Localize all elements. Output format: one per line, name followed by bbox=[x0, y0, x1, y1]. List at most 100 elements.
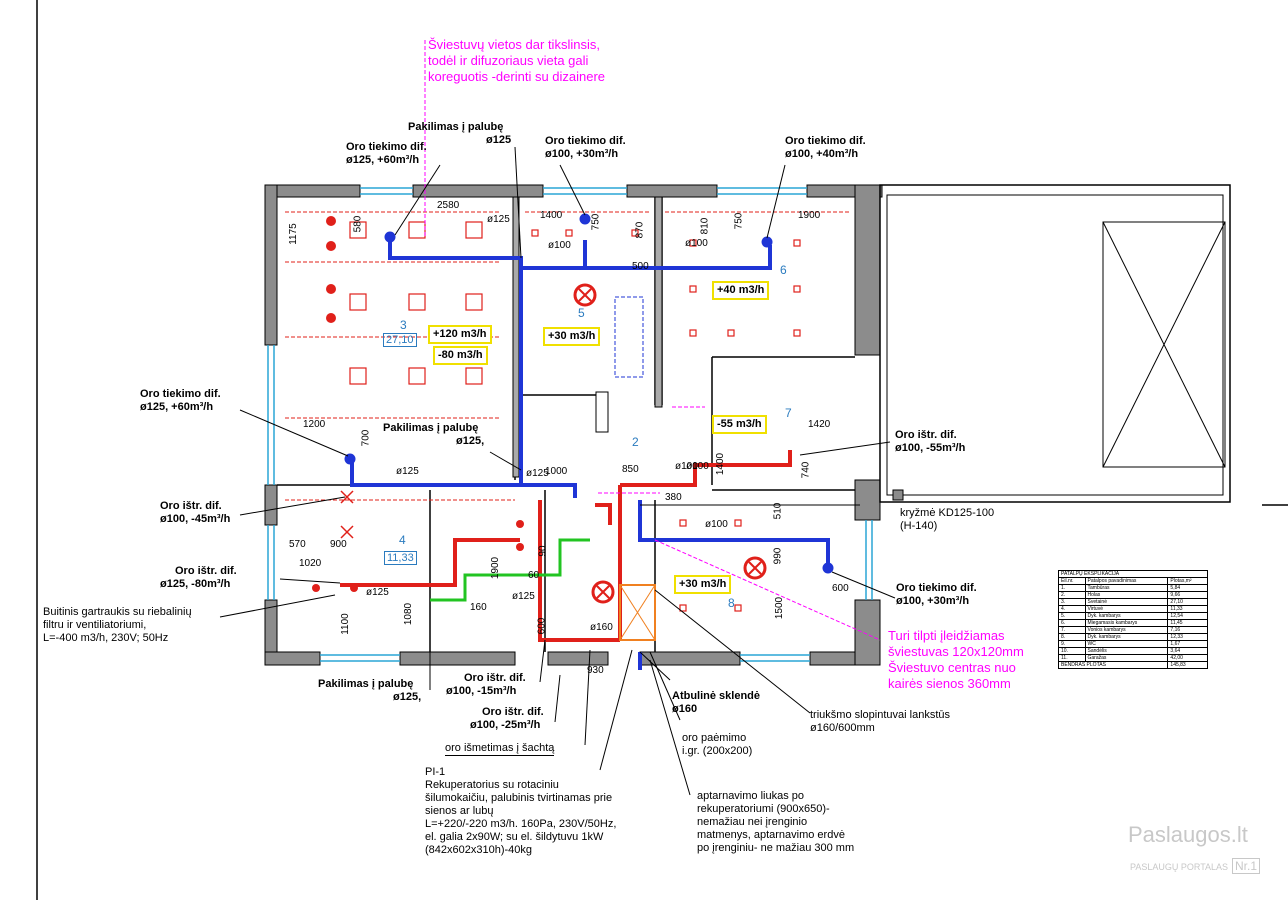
table-cell: Sandėlis bbox=[1084, 647, 1169, 655]
dimension-label: ø100 bbox=[686, 461, 709, 472]
table-cell: 10. bbox=[1058, 647, 1086, 655]
flow-box-room5: +30 m3/h bbox=[543, 327, 601, 346]
table-cell: 7,16 bbox=[1167, 626, 1208, 634]
callout-value: ø100, +30m³/h bbox=[545, 148, 619, 160]
table-cell: Garažas bbox=[1084, 654, 1169, 662]
callout-value: ø100, +40m³/h bbox=[785, 148, 859, 160]
room-number: 2 bbox=[632, 435, 639, 449]
callout-kryzme: kryžmė KD125-100 (H-140) bbox=[900, 507, 994, 533]
callout-oro-istr-3: Oro ištr. dif. ø100, -15m³/h bbox=[446, 672, 526, 698]
callout-value: ø100, -25m³/h bbox=[470, 719, 541, 731]
callout-pakilimas-mid: Pakilimas į palubę ø125, bbox=[383, 422, 484, 448]
dimension-label: 510 bbox=[772, 502, 784, 520]
table-cell: Vonios kambarys bbox=[1084, 626, 1169, 634]
room-number: 8 bbox=[728, 596, 735, 610]
callout-line: šilumokaičiu, palubinis tvirtinamas prie bbox=[425, 792, 613, 804]
dimension-label: ø125 bbox=[487, 214, 510, 225]
callout-aptarnavimo: aptarnavimo liukas po rekuperatoriumi (9… bbox=[697, 790, 854, 855]
callout-oro-tiekimo-4: Oro tiekimo dif. ø125, +60m³/h bbox=[140, 388, 221, 414]
dimension-label: 900 bbox=[330, 539, 347, 550]
callout-line: filtru ir ventiliatoriumi, bbox=[43, 619, 147, 631]
note-line: Šviestuvų vietos dar tikslinsis, bbox=[428, 37, 600, 52]
table-cell: Miegamasis kambarys bbox=[1084, 619, 1169, 627]
callout-value: ø160 bbox=[672, 703, 698, 715]
callout-oro-tiekimo-1: Oro tiekimo dif. ø125, +60m³/h bbox=[346, 141, 427, 167]
callout-value: ø125, bbox=[393, 691, 422, 703]
dimension-label: 1100 bbox=[339, 613, 351, 635]
callout-title: oro paėmimo bbox=[682, 732, 747, 744]
table-cell: Dyk. kambarys bbox=[1084, 612, 1169, 620]
callout-line: matmenys, aptarnavimo erdvė bbox=[697, 829, 845, 841]
table-cell: 3. bbox=[1058, 598, 1086, 606]
callout-title: Oro ištr. dif. bbox=[464, 672, 526, 684]
dimension-label: 1900 bbox=[490, 556, 502, 580]
table-header: Eil.nr. bbox=[1058, 577, 1086, 585]
table-cell: Svetainė bbox=[1084, 598, 1169, 606]
dimension-label: 1000 bbox=[545, 466, 568, 477]
dimension-label: 600 bbox=[832, 583, 849, 594]
table-cell: 6. bbox=[1058, 619, 1086, 627]
dimension-label: 870 bbox=[634, 221, 646, 239]
dimension-label: 1175 bbox=[287, 223, 299, 245]
table-cell: 5,84 bbox=[1167, 584, 1208, 592]
callout-oro-istr-2: Oro ištr. dif. ø125, -80m³/h bbox=[160, 565, 237, 591]
callout-oro-tiekimo-5: Oro tiekimo dif. ø100, +30m³/h bbox=[896, 582, 977, 608]
note-recessed-light: Turi tilpti įleidžiamas šviestuvas 120x1… bbox=[888, 628, 1024, 692]
dimension-label: 1080 bbox=[403, 602, 415, 626]
callout-oro-ismetimas: oro išmetimas į šachtą bbox=[445, 742, 555, 756]
callout-title: Atbulinė sklendė bbox=[672, 690, 761, 702]
dimension-label: ø100 bbox=[675, 461, 698, 472]
callout-title: Oro tiekimo dif. bbox=[140, 388, 221, 400]
room-schedule-table: PATALPŲ EKSPLIKACIJA Eil.nr. Patalpos pa… bbox=[1057, 570, 1208, 669]
table-cell: BENDRAS PLOTAS bbox=[1057, 661, 1169, 669]
dimension-label: ø100 bbox=[685, 238, 708, 249]
callout-oro-tiekimo-2: Oro tiekimo dif. ø100, +30m³/h bbox=[545, 135, 626, 161]
note-line: todėl ir difuzoriaus vieta gali bbox=[428, 53, 589, 68]
dimension-label: ø125 bbox=[526, 468, 549, 479]
table-cell: 42,00 bbox=[1167, 654, 1208, 662]
callout-title: Oro ištr. dif. bbox=[160, 500, 222, 512]
callout-line: sienos ar lubų bbox=[425, 805, 494, 817]
table-cell: 11,45 bbox=[1167, 619, 1208, 627]
table-cell: 5. bbox=[1058, 612, 1086, 620]
room-number: 3 bbox=[400, 318, 407, 332]
callout-title: kryžmė KD125-100 bbox=[900, 507, 995, 519]
callout-pakilimas-top: Pakilimas į palubę ø125 bbox=[408, 121, 511, 147]
callout-value: ø125, bbox=[456, 435, 485, 447]
table-header: Plotas,m² bbox=[1167, 577, 1208, 585]
flow-box-room6: +40 m3/h bbox=[712, 281, 770, 300]
table-cell: 4. bbox=[1058, 605, 1086, 613]
table-cell: WC bbox=[1084, 640, 1169, 648]
table-title: PATALPŲ EKSPLIKACIJA bbox=[1058, 570, 1208, 578]
dimension-label: 1400 bbox=[540, 210, 563, 221]
callout-oro-istr-4: Oro ištr. dif. ø100, -25m³/h bbox=[470, 706, 544, 732]
callout-line: (842x602x310h)-40kg bbox=[425, 844, 533, 856]
callout-title: triukšmo slopintuvai lankstūs bbox=[810, 709, 951, 721]
table-header: Patalpos pavadinimas bbox=[1084, 577, 1169, 585]
callout-title: Oro ištr. dif. bbox=[482, 706, 544, 718]
callout-line: nemažiau nei įrenginio bbox=[697, 816, 808, 828]
callout-title: aptarnavimo liukas po bbox=[697, 790, 805, 802]
callout-title: Oro ištr. dif. bbox=[895, 429, 957, 441]
callout-value: ø100, -45m³/h bbox=[160, 513, 231, 525]
dimension-label: 1900 bbox=[798, 210, 821, 221]
callout-value: ø160/600mm bbox=[810, 722, 875, 734]
callout-value: ø100, +30m³/h bbox=[896, 595, 970, 607]
table-cell: Holas bbox=[1084, 591, 1169, 599]
callout-pakilimas-bot: Pakilimas į palubę ø125, bbox=[318, 678, 421, 704]
dimension-label: 60 bbox=[528, 570, 540, 581]
table-cell: 8. bbox=[1058, 633, 1086, 641]
room-area: 27,10 bbox=[383, 333, 417, 347]
callout-line: PI-1 bbox=[425, 766, 446, 778]
callout-builtin-hood: Buitinis gartraukis su riebalinių filtru… bbox=[43, 606, 192, 645]
flow-box-room8: +30 m3/h bbox=[674, 575, 732, 594]
table-cell: 145,83 bbox=[1167, 661, 1208, 669]
callout-line: Rekuperatorius su rotaciniu bbox=[425, 779, 559, 791]
dimension-label: 600 bbox=[536, 617, 548, 635]
